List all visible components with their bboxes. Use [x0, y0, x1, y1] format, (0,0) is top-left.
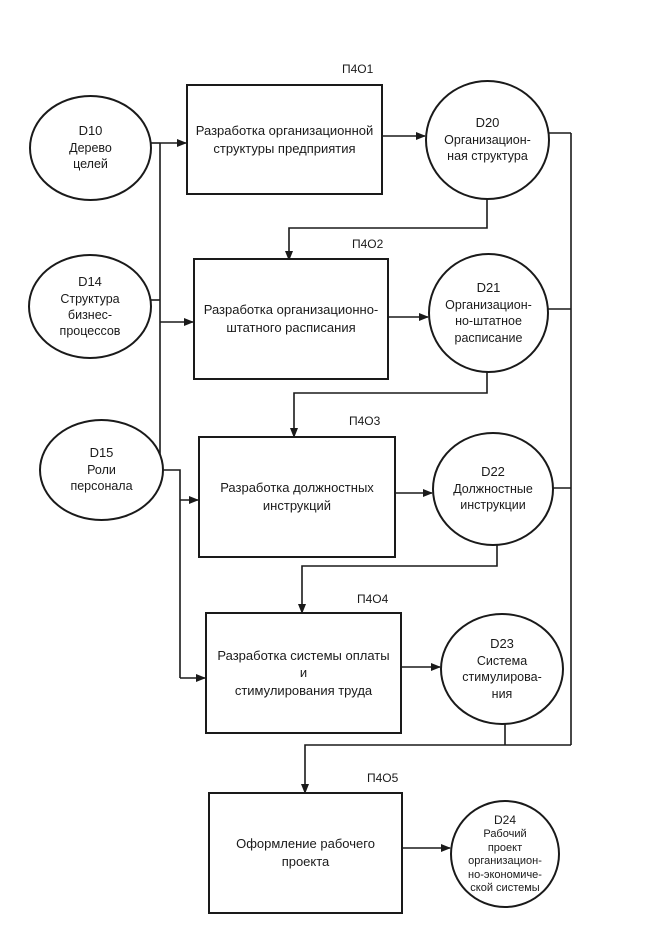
data-label: Должностные инструкции: [453, 482, 533, 513]
process-label: Разработка системы оплаты и стимулирован…: [217, 647, 390, 698]
data-label: Система стимулирова- ния: [462, 654, 542, 701]
process-label: Разработка должностных инструкций: [220, 480, 374, 513]
process-box-p4o2: Разработка организационно- штатного расп…: [193, 258, 389, 380]
process-box-p4o4: Разработка системы оплаты и стимулирован…: [205, 612, 402, 734]
data-label: Структура бизнес- процессов: [59, 291, 121, 339]
data-circle-d15: D15 Роли персонала: [39, 419, 164, 521]
process-code: П4О4: [357, 592, 389, 606]
data-id: D24: [493, 812, 516, 827]
process-label: Разработка организационно- штатного расп…: [203, 302, 379, 335]
data-id: D14: [78, 273, 102, 289]
data-id: D21: [476, 280, 501, 296]
data-label: Роли персонала: [70, 463, 133, 494]
arrow-d22-to-p4o4: [298, 545, 498, 614]
process-code: П4О2: [352, 237, 384, 251]
data-id: D10: [78, 123, 103, 139]
data-circle-d10: D10 Дерево целей: [29, 95, 152, 201]
arrow-d20-to-p4o2: [285, 199, 488, 261]
d15-lower-line: [164, 469, 181, 678]
data-label: Организацион- но-штатное расписание: [445, 298, 532, 345]
data-circle-d21: D21 Организацион- но-штатное расписание: [428, 253, 549, 373]
data-id: D23: [490, 636, 514, 652]
process-code: П4О5: [367, 771, 399, 785]
data-circle-d20: D20 Организацион- ная структура: [425, 80, 550, 200]
data-id: D22: [481, 464, 505, 480]
data-circle-d14: D14 Структура бизнес- процессов: [28, 254, 152, 359]
data-circle-d22: D22 Должностные инструкции: [432, 432, 554, 546]
process-box-p4o3: Разработка должностных инструкций: [198, 436, 396, 558]
data-id: D15: [89, 445, 114, 461]
process-code: П4О1: [342, 62, 374, 76]
process-label: Разработка организационной структуры пре…: [195, 122, 374, 156]
process-box-p4o1: Разработка организационной структуры пре…: [186, 84, 383, 195]
process-label: Оформление рабочего проекта: [236, 836, 375, 869]
data-circle-d23: D23 Система стимулирова- ния: [440, 613, 564, 725]
data-label: Организацион- ная структура: [444, 133, 531, 164]
data-id: D20: [475, 115, 500, 131]
data-label: Дерево целей: [69, 141, 112, 172]
process-box-p4o5: Оформление рабочего проекта: [208, 792, 403, 914]
data-circle-d24: D24 Рабочий проект организацион- но-экон…: [450, 800, 560, 908]
arrow-to-p4o5: [301, 744, 571, 794]
arrow-d21-to-p4o3: [290, 372, 488, 438]
process-code: П4О3: [349, 414, 381, 428]
data-label: Рабочий проект организацион- но-экономич…: [468, 828, 542, 894]
